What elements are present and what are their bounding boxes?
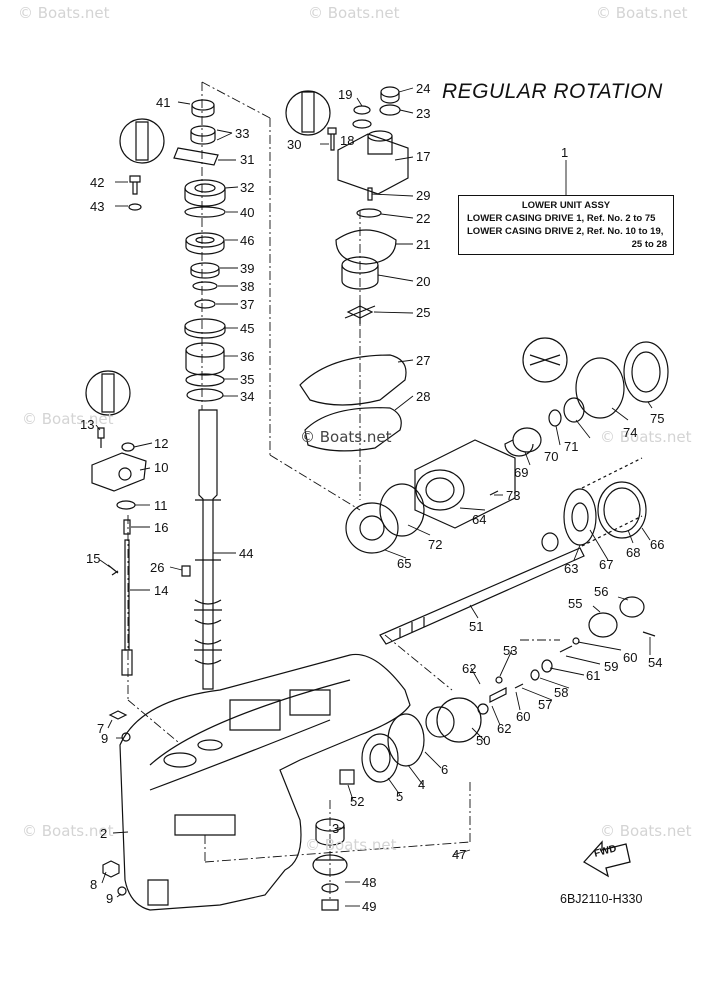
callout-27: 27 <box>416 353 431 368</box>
callout-2: 2 <box>100 826 108 841</box>
callout-59: 59 <box>604 659 619 674</box>
watermark: © Boats.net <box>300 428 392 446</box>
callout-25: 25 <box>416 305 431 320</box>
callout-60a: 60 <box>623 650 638 665</box>
watermark: © Boats.net <box>596 4 688 22</box>
watermark: © Boats.net <box>18 4 110 22</box>
callout-53: 53 <box>503 643 518 658</box>
callout-14: 14 <box>154 583 169 598</box>
callout-75: 75 <box>650 411 665 426</box>
callout-70: 70 <box>544 449 559 464</box>
callout-32: 32 <box>240 180 255 195</box>
callout-10: 10 <box>154 460 169 475</box>
callout-7: 7 <box>97 721 105 736</box>
legend-line: 25 to 28 <box>631 239 667 250</box>
callout-73: 73 <box>506 488 521 503</box>
callout-5: 5 <box>396 789 404 804</box>
drawing-code: 6BJ2110-H330 <box>560 892 643 906</box>
callout-63: 63 <box>564 561 579 576</box>
callout-72: 72 <box>428 537 443 552</box>
legend-header: LOWER UNIT ASSY <box>521 200 611 211</box>
callout-31: 31 <box>240 152 255 167</box>
callout-41: 41 <box>156 95 171 110</box>
legend-line: LOWER CASING DRIVE 2, Ref. No. 10 to 19, <box>467 226 664 237</box>
callout-22: 22 <box>416 211 431 226</box>
callout-35: 35 <box>240 372 255 387</box>
callout-9b: 9 <box>106 891 114 906</box>
callout-30: 30 <box>287 137 302 152</box>
callout-39: 39 <box>240 261 255 276</box>
callout-68: 68 <box>626 545 641 560</box>
callout-11: 11 <box>154 498 168 513</box>
callout-4: 4 <box>418 777 426 792</box>
callout-17: 17 <box>416 149 431 164</box>
diagram-title: REGULAR ROTATION <box>442 80 663 103</box>
watermark: © Boats.net <box>305 836 397 854</box>
callout-52: 52 <box>350 794 365 809</box>
callout-23: 23 <box>416 106 431 121</box>
callout-1: 1 <box>561 145 569 160</box>
callout-40: 40 <box>240 205 255 220</box>
watermark: © Boats.net <box>600 428 692 446</box>
callout-19: 19 <box>338 87 353 102</box>
callout-24: 24 <box>416 81 431 96</box>
callout-38: 38 <box>240 279 255 294</box>
callout-62a: 62 <box>462 661 477 676</box>
callout-58: 58 <box>554 685 569 700</box>
callout-34: 34 <box>240 389 255 404</box>
callout-15: 15 <box>86 551 101 566</box>
callout-69: 69 <box>514 465 529 480</box>
callout-21: 21 <box>416 237 431 252</box>
callout-16: 16 <box>154 520 169 535</box>
callout-54: 54 <box>648 655 663 670</box>
callout-9a: 9 <box>101 731 109 746</box>
watermark: © Boats.net <box>22 410 114 428</box>
callout-62b: 62 <box>497 721 512 736</box>
callout-45: 45 <box>240 321 255 336</box>
callout-66: 66 <box>650 537 665 552</box>
callout-51: 51 <box>469 619 484 634</box>
callout-36: 36 <box>240 349 255 364</box>
callout-57: 57 <box>538 697 553 712</box>
callout-37: 37 <box>240 297 255 312</box>
callout-42: 42 <box>90 175 105 190</box>
watermark: © Boats.net <box>22 822 114 840</box>
callout-65: 65 <box>397 556 412 571</box>
legend-box: LOWER UNIT ASSY LOWER CASING DRIVE 1, Re… <box>458 195 674 255</box>
callout-47: 47 <box>452 847 467 862</box>
callout-74: 74 <box>623 425 638 440</box>
callout-44: 44 <box>239 546 254 561</box>
callout-55: 55 <box>568 596 583 611</box>
callout-3: 3 <box>332 821 340 836</box>
callout-48: 48 <box>362 875 377 890</box>
callout-49: 49 <box>362 899 377 914</box>
callout-43: 43 <box>90 199 105 214</box>
callout-64: 64 <box>472 512 487 527</box>
callout-29: 29 <box>416 188 431 203</box>
callout-20: 20 <box>416 274 431 289</box>
callout-18: 18 <box>340 133 355 148</box>
callout-8: 8 <box>90 877 98 892</box>
callout-46: 46 <box>240 233 255 248</box>
callout-6: 6 <box>441 762 449 777</box>
legend-line: LOWER CASING DRIVE 1, Ref. No. 2 to 75 <box>467 213 656 224</box>
watermark: © Boats.net <box>308 4 400 22</box>
callout-71: 71 <box>564 439 579 454</box>
callout-50: 50 <box>476 733 491 748</box>
callout-33: 33 <box>235 126 250 141</box>
callout-61: 61 <box>586 668 601 683</box>
callout-60b: 60 <box>516 709 531 724</box>
callout-12: 12 <box>154 436 169 451</box>
callout-28: 28 <box>416 389 431 404</box>
callout-13: 13 <box>80 417 95 432</box>
callout-67: 67 <box>599 557 614 572</box>
callout-56: 56 <box>594 584 609 599</box>
watermark: © Boats.net <box>600 822 692 840</box>
callout-26: 26 <box>150 560 165 575</box>
